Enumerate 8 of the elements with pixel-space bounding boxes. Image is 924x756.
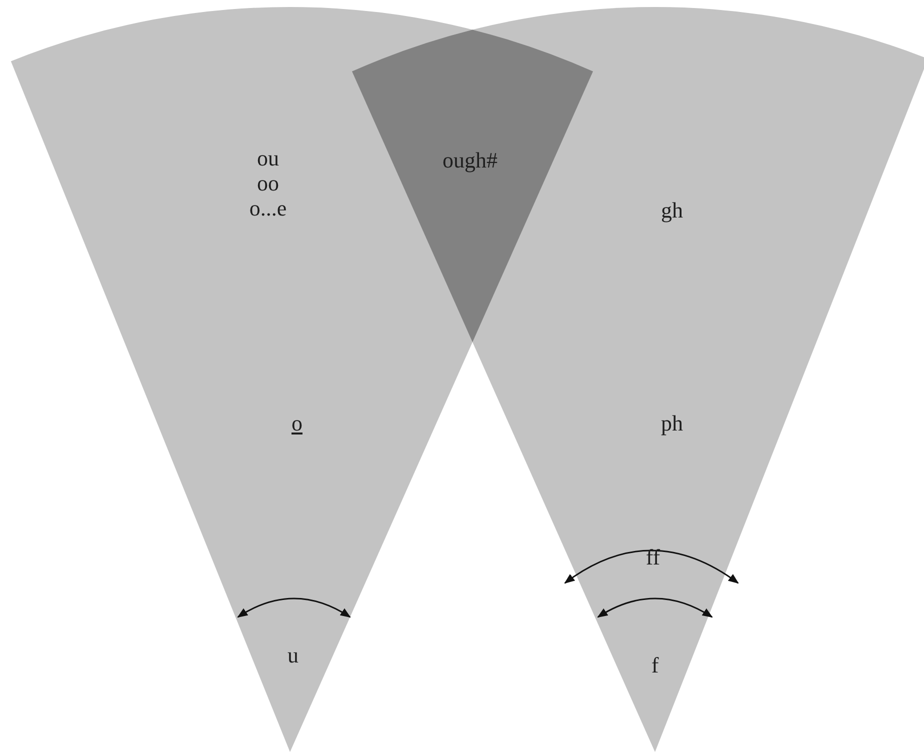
spelling-text: ou oo o...e bbox=[249, 146, 287, 220]
spelling-text: ff bbox=[646, 544, 660, 570]
spelling-text: u bbox=[288, 642, 298, 668]
spelling-text: gh bbox=[661, 198, 683, 222]
spelling-text: o bbox=[292, 410, 302, 436]
spelling-text: ough# bbox=[442, 148, 498, 172]
spelling-text: f bbox=[651, 652, 659, 678]
spelling-text: ph bbox=[661, 410, 683, 436]
